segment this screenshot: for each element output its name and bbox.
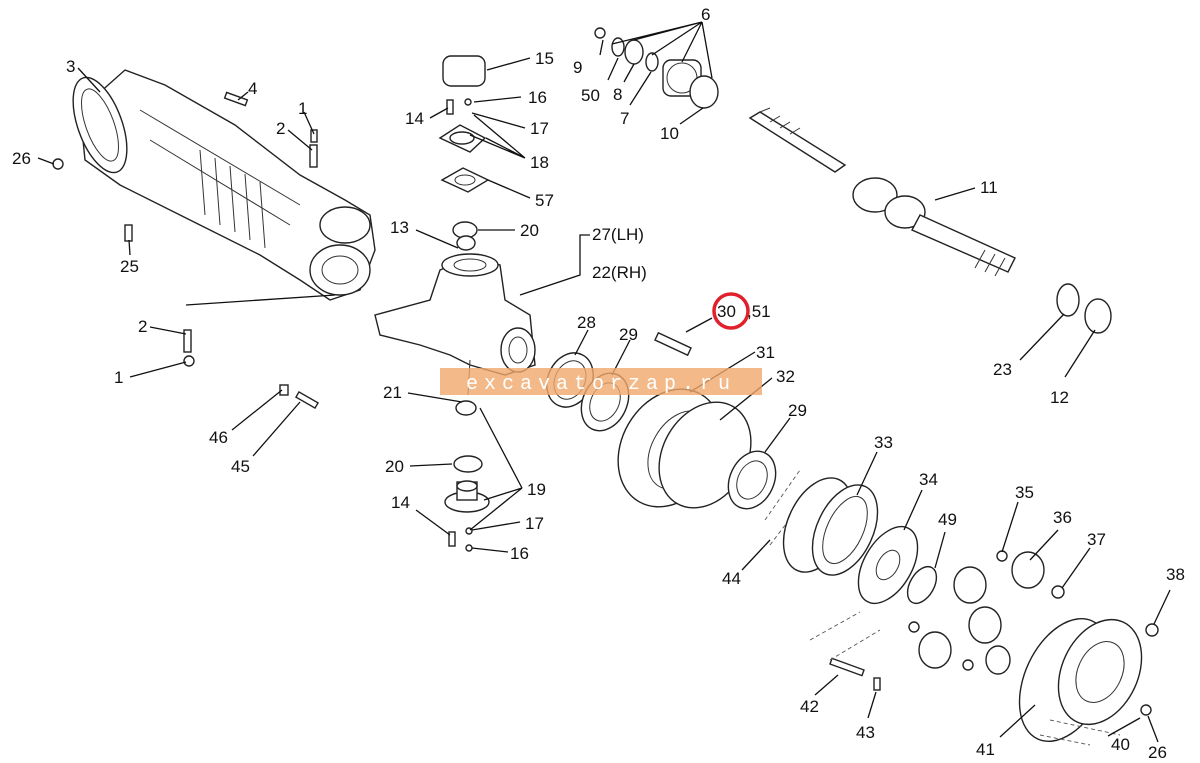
callout: 10 (660, 124, 679, 143)
callout: 20 (385, 457, 404, 476)
ring-gear (764, 469, 879, 576)
callout: 16 (528, 88, 547, 107)
callout: 3 (66, 57, 75, 76)
bushing-and-seal (1056, 283, 1112, 334)
callout: 18 (530, 153, 549, 172)
callout: 2 (138, 317, 147, 336)
callout: 7 (620, 109, 629, 128)
bolt-30 (654, 331, 692, 357)
pinion-bearing-set (594, 27, 719, 109)
callout: 14 (391, 493, 410, 512)
callout: 26 (12, 149, 31, 168)
callout: 13 (390, 218, 409, 237)
lower-kingpin-parts (444, 400, 490, 552)
callout: 17 (525, 514, 544, 533)
planetary-gears (908, 550, 1065, 675)
callout-labels: 3 4 1 2 26 25 2 1 46 45 15 16 14 17 18 5… (12, 5, 1185, 762)
callout: 40 (1111, 735, 1130, 754)
callout: 23 (993, 360, 1012, 379)
callout: ,51 (747, 302, 771, 321)
watermark: excavatorzap.ru (440, 368, 762, 396)
callout: 32 (776, 367, 795, 386)
callout: 50 (581, 86, 600, 105)
watermark-bar (440, 368, 762, 395)
callout: 34 (919, 470, 938, 489)
callout: 8 (613, 85, 622, 104)
callout: 31 (756, 343, 775, 362)
callout: 38 (1166, 565, 1185, 584)
callout: 28 (577, 313, 596, 332)
callout: 45 (231, 457, 250, 476)
callout: 11 (980, 178, 998, 197)
callout: 49 (938, 510, 957, 529)
hub-pins (809, 611, 881, 691)
callout: 16 (510, 544, 529, 563)
watermark-text: excavatorzap.ru (466, 373, 736, 396)
callout: 2 (276, 119, 285, 138)
upper-kingpin-parts (438, 55, 490, 251)
callout: 21 (383, 383, 402, 402)
leader-lines (37, 21, 1171, 743)
callout: 33 (874, 433, 893, 452)
callout: 22(RH) (592, 263, 647, 282)
callout: 12 (1050, 388, 1069, 407)
steering-knuckle (374, 253, 536, 396)
callout: 14 (405, 109, 424, 128)
callout: 44 (722, 569, 741, 588)
callout: 27(LH) (592, 225, 644, 244)
callout: 20 (520, 221, 539, 240)
callout: 25 (120, 257, 139, 276)
callout: 35 (1015, 483, 1034, 502)
highlight-circle (712, 292, 750, 330)
callout: 1 (298, 99, 307, 118)
seal-ring-lower (727, 450, 777, 510)
callout: 6 (701, 5, 710, 24)
callout: 19 (527, 480, 546, 499)
callout: 29 (788, 401, 807, 420)
callout: 15 (535, 49, 554, 68)
callout: 43 (856, 723, 875, 742)
callout: 1 (114, 368, 123, 387)
callout: 42 (800, 697, 819, 716)
wheel-hub (1018, 618, 1159, 746)
thrust-washers (857, 525, 938, 605)
callout: 37 (1087, 530, 1106, 549)
callout: 4 (248, 79, 257, 98)
callout: 57 (535, 191, 554, 210)
callout: 46 (209, 428, 228, 447)
callout: 9 (573, 58, 582, 77)
callout: 17 (530, 119, 549, 138)
axle-shaft (748, 107, 1016, 277)
callout: 30 (717, 302, 736, 321)
axle-housing (72, 69, 376, 301)
callout: 36 (1053, 508, 1072, 527)
callout: 26 (1148, 743, 1167, 762)
callout: 41 (976, 740, 995, 759)
callout: 29 (619, 325, 638, 344)
